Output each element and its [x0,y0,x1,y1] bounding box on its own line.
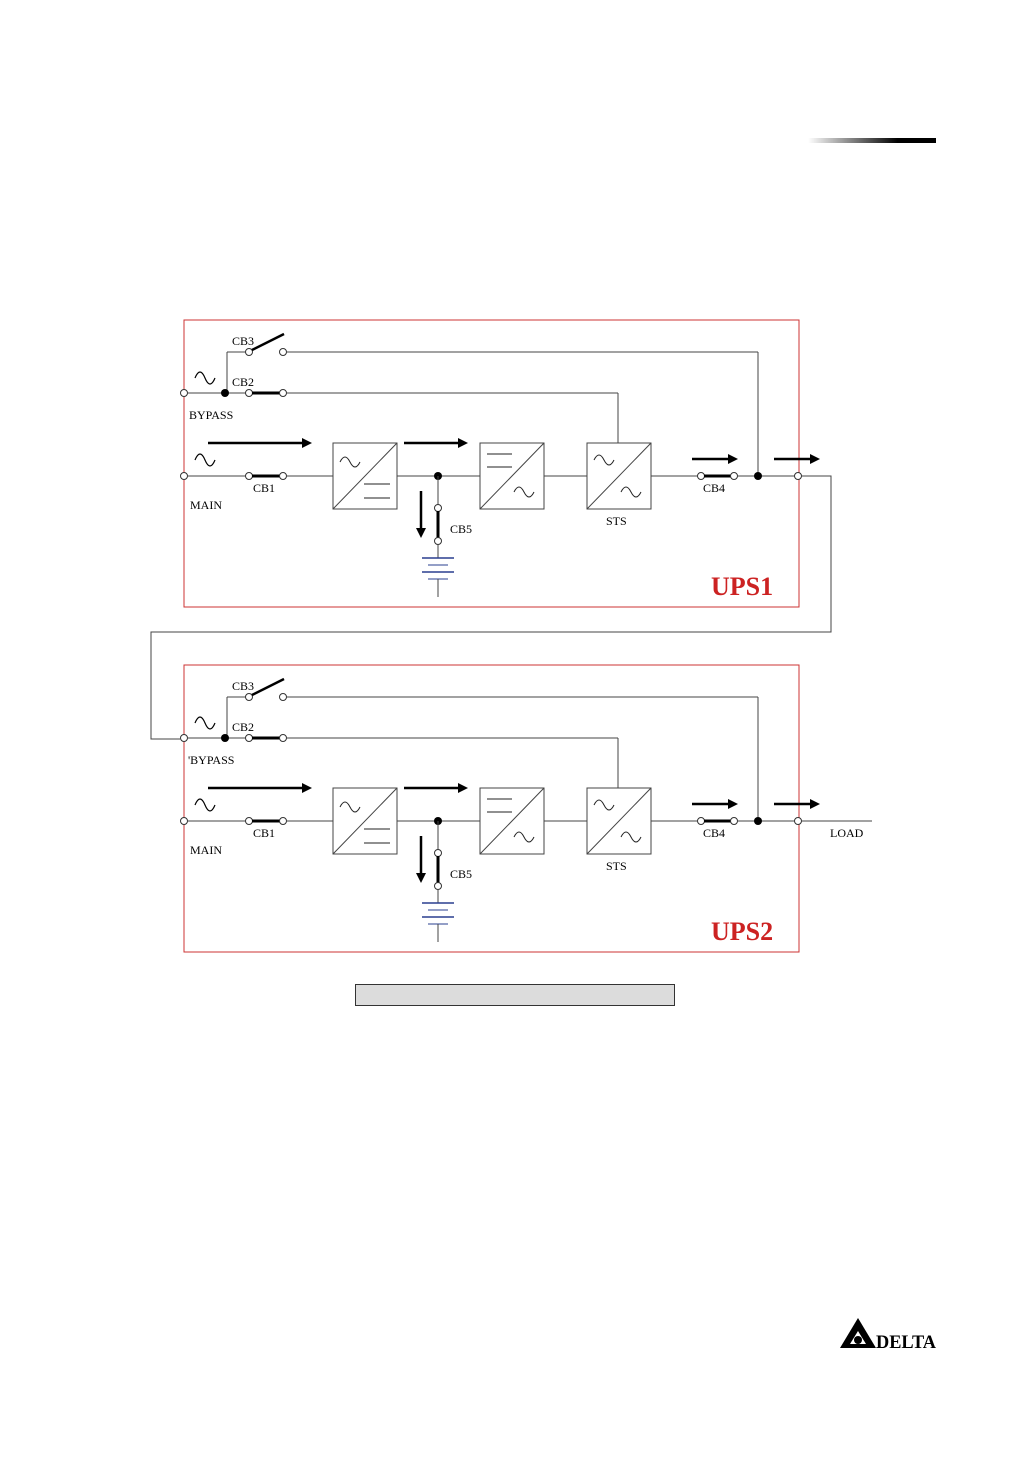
delta-triangle-logo-icon [840,1318,876,1348]
delta-logo: DELTA [838,1316,938,1350]
ups2-title: UPS2 [711,917,773,946]
ups2-sts-label: STS [606,859,627,873]
ups1-bypass-label: BYPASS [189,408,233,422]
ups1-sts-label: STS [606,514,627,528]
load-label: LOAD [830,826,864,840]
ups2-circuit [181,679,821,942]
ups2-main-label: MAIN [190,843,222,857]
ups2-cb5-label: CB5 [450,867,472,881]
ups2-bypass-label: 'BYPASS [188,753,234,767]
caption-box [355,984,675,1006]
ups1-cb3-label: CB3 [232,334,254,348]
ups2-cb1-label: CB1 [253,826,275,840]
ups2-cb4-label: CB4 [703,826,725,840]
ups2-block: CB3 CB2 'BYPASS CB1 MAIN CB5 STS CB4 UPS… [181,665,873,952]
ups1-main-label: MAIN [190,498,222,512]
ups1-title: UPS1 [711,572,773,601]
ups1-cb2-label: CB2 [232,375,254,389]
ups1-circuit [181,334,821,597]
logo-text: DELTA [876,1332,936,1350]
ups1-block: CB3 CB2 BYPASS CB1 MAIN CB5 STS CB4 UPS1 [181,320,821,607]
ups2-cb2-label: CB2 [232,720,254,734]
ups1-cb5-label: CB5 [450,522,472,536]
ups2-cb3-label: CB3 [232,679,254,693]
ups1-cb1-label: CB1 [253,481,275,495]
ups1-cb4-label: CB4 [703,481,725,495]
